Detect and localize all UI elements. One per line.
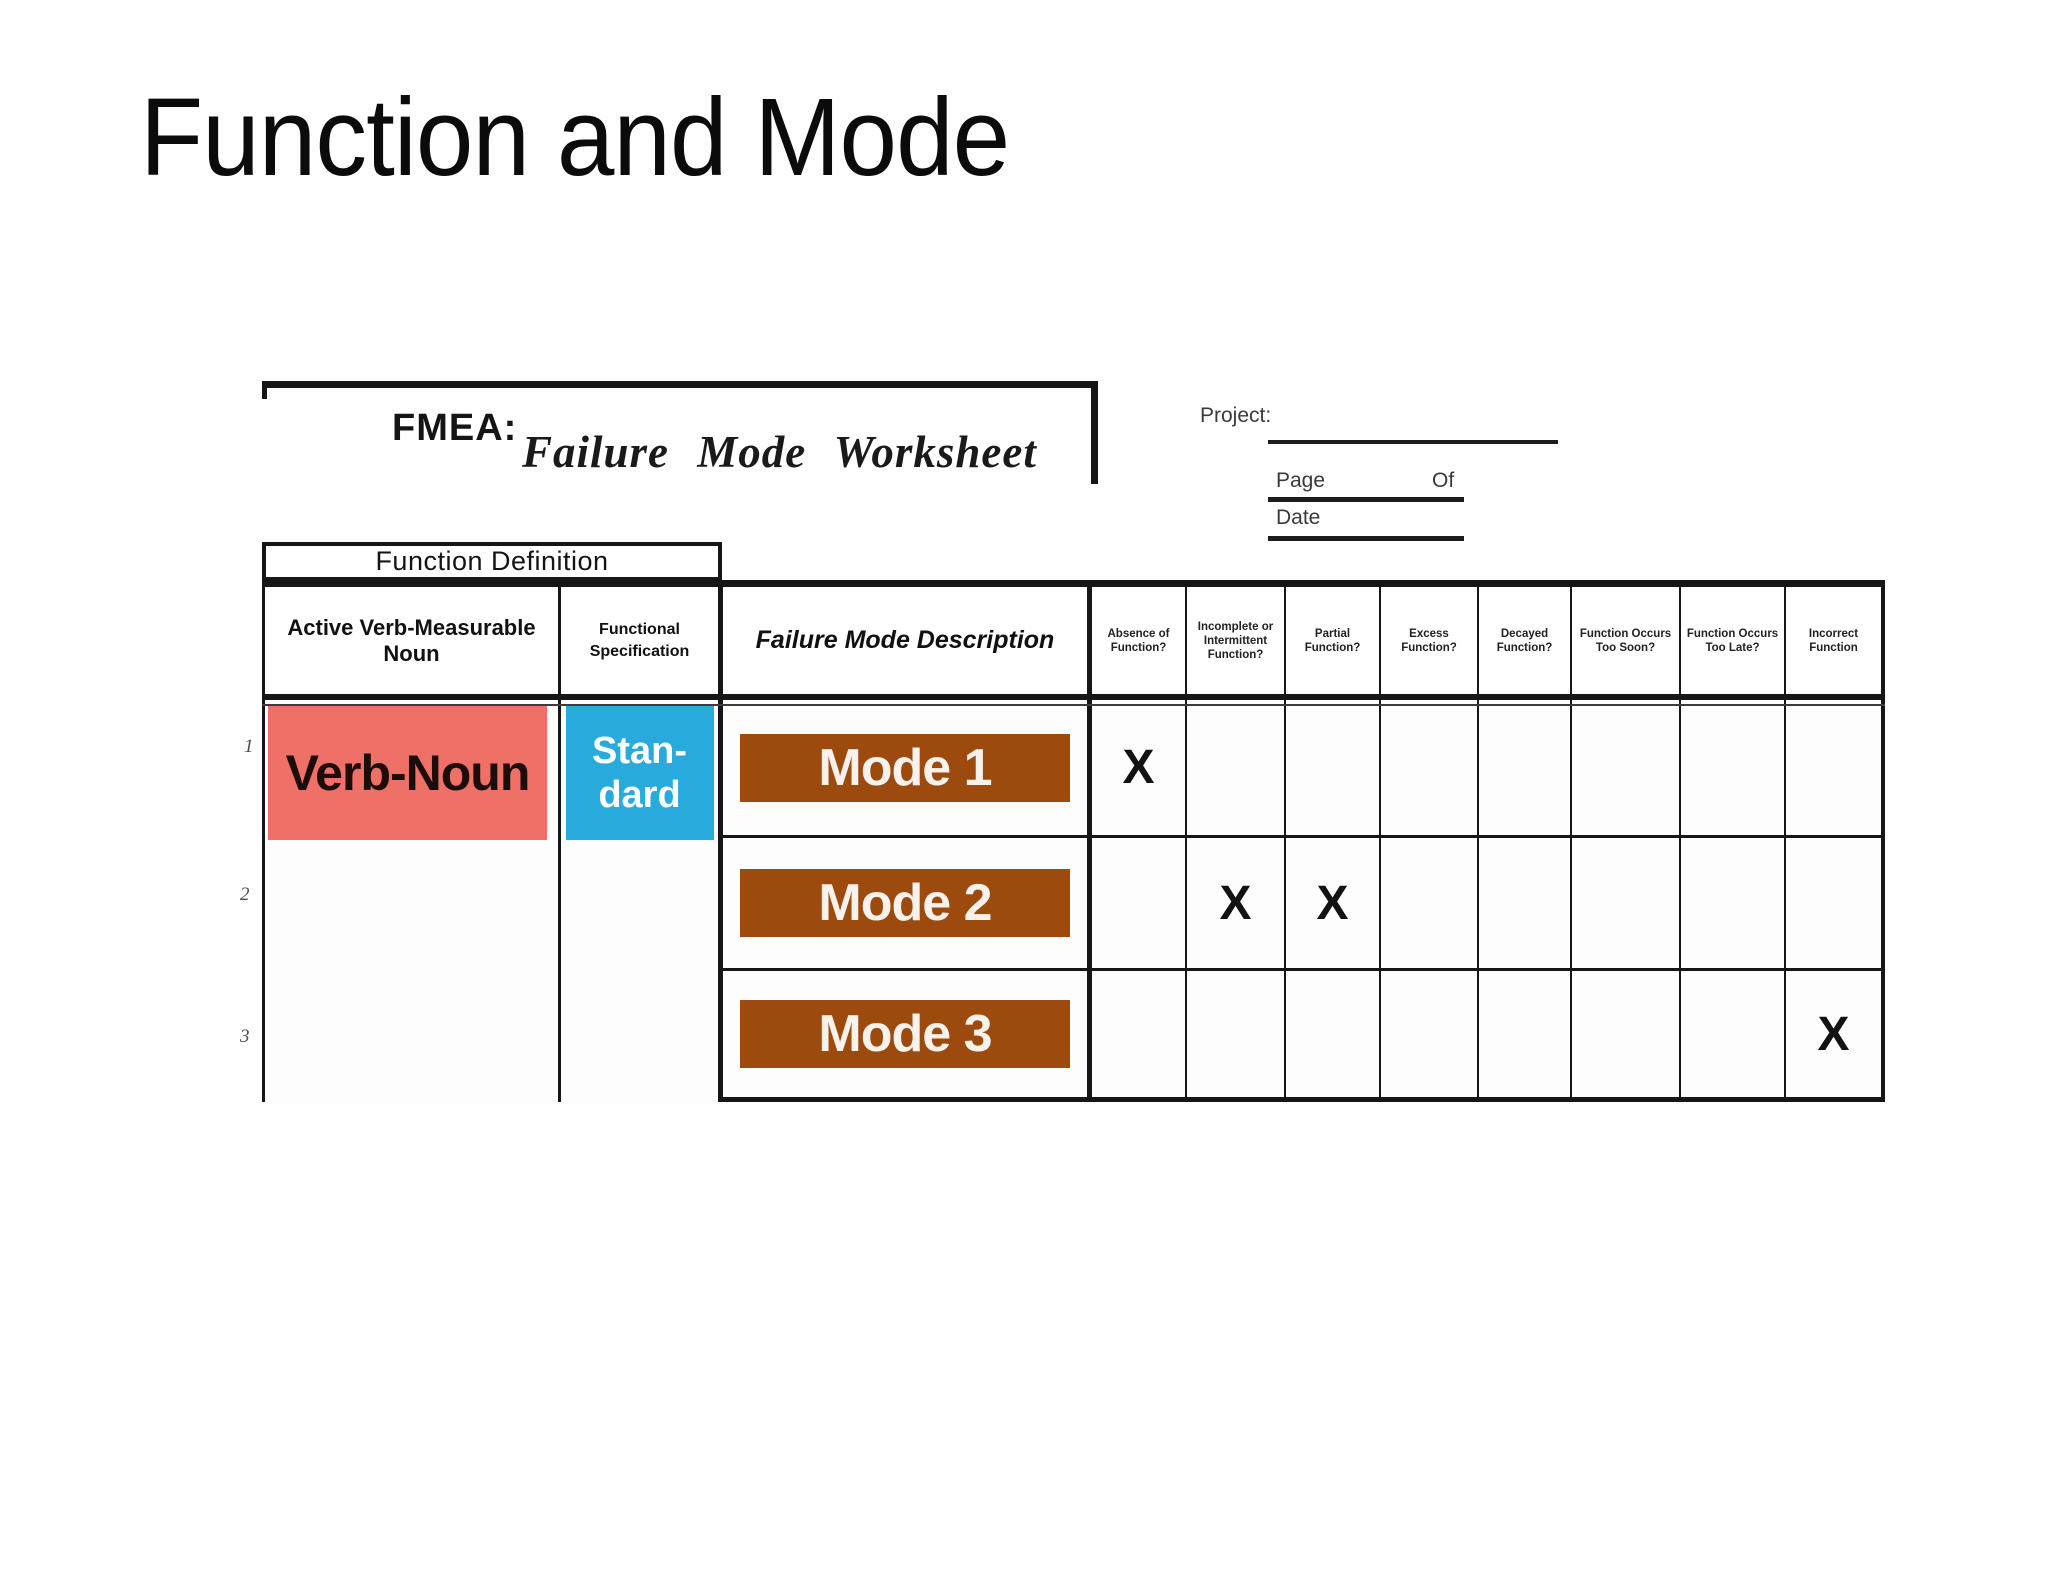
column-header-incorrect: Incorrect Function [1786,587,1881,700]
column-header-too-soon: Function Occurs Too Soon? [1572,587,1681,700]
column-header-spec: Functional Specification [561,587,723,700]
fmea-worksheet-table: Active Verb-Measurable Noun Functional S… [262,580,1885,1102]
page-field-line [1268,497,1464,502]
page-label: Page [1276,469,1326,492]
project-label: Project: [1200,404,1272,427]
form-header-left-rule [262,381,267,399]
spec-cell: Stan- dard [561,700,723,1102]
form-header-right-rule [1091,381,1098,484]
column-header-too-late: Function Occurs Too Late? [1681,587,1786,700]
failure-mode-cell: Mode 2 [723,838,1092,971]
mark-cell: X [1316,876,1349,930]
mode-3-highlight: Mode 3 [740,1000,1070,1068]
column-header-absence: Absence of Function? [1092,587,1187,700]
function-value-highlight: Verb-Noun [268,706,547,840]
worksheet-title: Failure Mode Worksheet [522,427,1037,477]
column-header-incomplete: Incomplete or Intermittent Function? [1187,587,1286,700]
column-header-partial: Partial Function? [1286,587,1381,700]
failure-mode-cell: Mode 1 [723,700,1092,838]
row-number: 1 [244,736,254,757]
function-definition-header: Function Definition [262,542,722,580]
column-header-function: Active Verb-Measurable Noun [265,587,561,700]
header-double-rule [262,704,1885,706]
mode-2-highlight: Mode 2 [740,869,1070,937]
date-label: Date [1276,506,1321,529]
spec-value-highlight: Stan- dard [565,706,714,840]
fmea-label: FMEA: [392,407,518,449]
page-title: Function and Mode [140,76,1010,199]
form-header-top-rule [262,381,1098,388]
failure-mode-cell: Mode 3 [723,971,1092,1102]
mark-cell: X [1219,876,1252,930]
mark-cell: X [1817,1007,1850,1061]
column-header-decayed: Decayed Function? [1479,587,1572,700]
project-field-line [1268,440,1558,444]
column-header-excess: Excess Function? [1381,587,1479,700]
row-number: 2 [240,884,250,905]
of-label: Of [1432,469,1455,492]
date-field-line [1268,536,1464,541]
function-cell: Verb-Noun [265,700,561,1102]
mark-cell: X [1122,741,1155,794]
row-number: 3 [240,1026,250,1047]
column-header-failure-description: Failure Mode Description [723,587,1092,700]
mode-1-highlight: Mode 1 [740,733,1070,802]
